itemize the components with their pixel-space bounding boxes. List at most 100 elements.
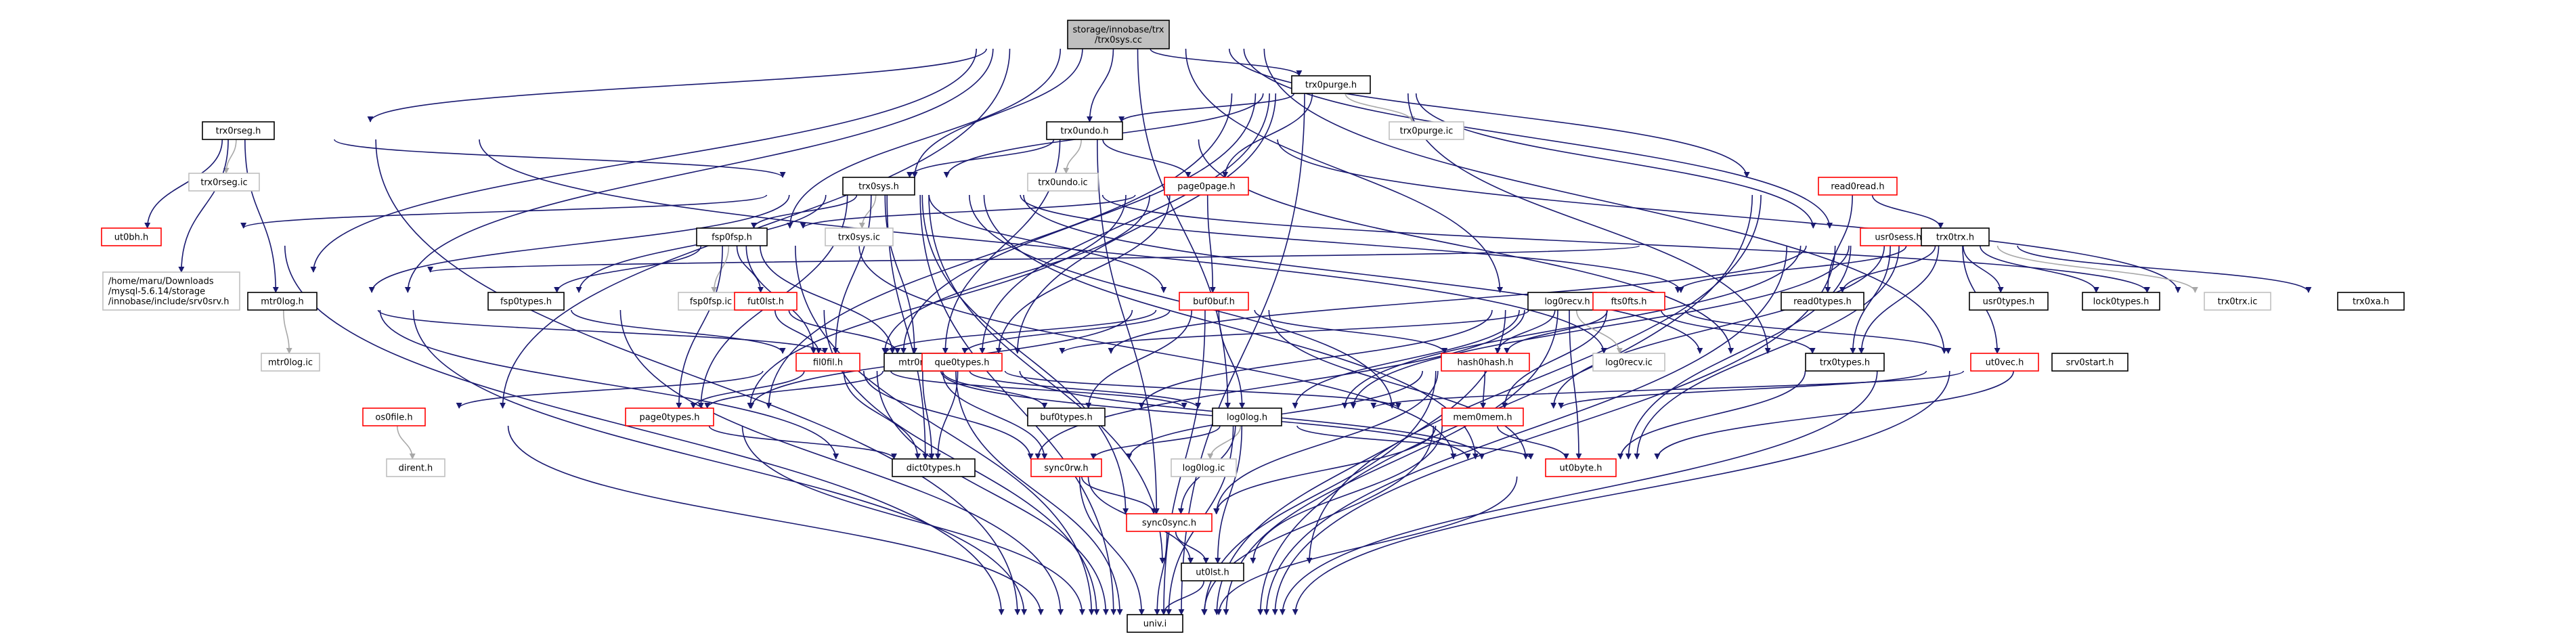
edge-mtr0mtr-h-to-univ-i — [955, 370, 1123, 615]
node-ut0byte-h[interactable]: ut0byte.h — [1545, 458, 1617, 477]
node-que0types-h[interactable]: que0types.h — [921, 353, 1003, 372]
node-dict0types-h[interactable]: dict0types.h — [892, 458, 976, 477]
node-box — [1212, 407, 1282, 426]
node-box — [1030, 458, 1102, 477]
node-label: trx0undo.h — [1061, 127, 1109, 137]
node-label: fsp0fsp.ic — [690, 297, 732, 307]
node-box — [1970, 353, 2039, 372]
edge-buf0buf-h-to-ut0byte-h — [1268, 309, 1529, 460]
edge-fil0fil-h-to-page0types-h — [690, 370, 805, 409]
node-fut0lst-h[interactable]: fut0lst.h — [734, 292, 798, 311]
edge-trx0trx-h-to-usr0types-h — [1963, 245, 2004, 293]
node-label: trx0purge.ic — [1400, 127, 1454, 137]
node-buf0buf-h[interactable]: buf0buf.h — [1179, 292, 1249, 311]
node-label: page0types.h — [640, 413, 700, 423]
edge-read0read-h-to-ut0lst-h — [1306, 194, 1762, 564]
edge-fts0fts-h-to-trx0types-h — [1661, 309, 1816, 354]
edge-log0log-h-to-log0log-ic — [1207, 425, 1242, 460]
node-ut0vec-h[interactable]: ut0vec.h — [1970, 353, 2039, 372]
edge-trx0sys-h-to-trx0types-h — [1023, 194, 1703, 354]
edge-fsp0fsp-h-to-ut0byte-h — [858, 245, 1457, 460]
edge-trx0purge-h-to-page0page-h — [1222, 93, 1313, 178]
node-dirent-h: dirent.h — [386, 458, 445, 477]
node-box — [1046, 121, 1123, 140]
node-root[interactable]: storage/innobase/trx/trx0sys.cc — [1067, 20, 1170, 49]
edge-trx0sys-h-to-univ-i — [919, 194, 1117, 615]
node-trx0sys-h[interactable]: trx0sys.h — [842, 177, 915, 196]
node-label: trx0rseg.h — [216, 127, 261, 137]
node-trx0undo-h[interactable]: trx0undo.h — [1046, 121, 1123, 140]
node-label: log0log.h — [1227, 413, 1267, 423]
node-usr0types-h[interactable]: usr0types.h — [1969, 292, 2049, 311]
edge-log0log-h-to-ut0byte-h — [1296, 425, 1534, 460]
edge-trx0trx-h-to-que0types-h — [1108, 245, 1807, 354]
node-ut0lst-h[interactable]: ut0lst.h — [1181, 563, 1244, 581]
node-label: ut0lst.h — [1196, 568, 1229, 578]
node-label: trx0trx.h — [1936, 233, 1974, 243]
node-label: trx0sys.ic — [838, 233, 880, 243]
node-fsp0fsp-h[interactable]: fsp0fsp.h — [696, 227, 768, 246]
node-sync0rw-h[interactable]: sync0rw.h — [1030, 458, 1102, 477]
node-label: trx0trx.ic — [2218, 297, 2258, 307]
node-box — [102, 271, 240, 311]
edge-trx0sys-h-to-trx0xa-h — [1101, 194, 2150, 293]
edge-trx0rseg-h-to-univ-i — [375, 139, 1021, 615]
node-read0types-h[interactable]: read0types.h — [1781, 292, 1864, 311]
node-label: os0file.h — [375, 413, 412, 423]
edge-mtr0mtr-h-to-sync0rw-h — [942, 370, 1048, 460]
node-lock0types-h[interactable]: lock0types.h — [2082, 292, 2160, 311]
node-fts0fts-h[interactable]: fts0fts.h — [1592, 292, 1665, 311]
node-label: trx0undo.ic — [1038, 178, 1087, 188]
node-label: usr0types.h — [1983, 297, 2035, 307]
node-trx0rseg-h[interactable]: trx0rseg.h — [202, 121, 275, 140]
node-trx0trx-h[interactable]: trx0trx.h — [1921, 227, 1990, 246]
node-box — [1291, 75, 1371, 94]
node-srv0start-h[interactable]: srv0start.h — [2051, 353, 2129, 372]
edge-fut0lst-h-to-mtr0mtr-h — [788, 309, 901, 354]
node-buf0types-h[interactable]: buf0types.h — [1027, 407, 1106, 426]
node-label: fsp0fsp.h — [712, 233, 752, 243]
node-label: sync0rw.h — [1044, 464, 1088, 474]
node-mem0mem-h[interactable]: mem0mem.h — [1441, 407, 1524, 426]
node-fil0fil-h[interactable]: fil0fil.h — [795, 353, 860, 372]
edge-trx0sys-h-to-ut0lst-h — [928, 194, 1166, 564]
node-trx0sys-ic: trx0sys.ic — [825, 227, 894, 246]
edge-buf0buf-h-to-hash0hash-h — [1254, 309, 1448, 354]
edge-trx0sys-h-to-sync0sync-h — [921, 194, 1129, 514]
node-label: buf0types.h — [1040, 413, 1093, 423]
node-fsp0types-h[interactable]: fsp0types.h — [487, 292, 565, 311]
edge-sync0rw-h-to-univ-i — [1078, 476, 1145, 615]
edge-root-to-log0recv-h — [1185, 48, 1504, 293]
edge-fsp0fsp-h-to-mtr0mtr-h — [760, 245, 896, 354]
node-trx0purge-h[interactable]: trx0purge.h — [1291, 75, 1371, 94]
node-log0log-h[interactable]: log0log.h — [1212, 407, 1282, 426]
node-univ-i[interactable]: univ.i — [1127, 614, 1183, 633]
edge-usr0sess-h-to-log0log-h — [1341, 245, 1802, 409]
node-trx0xa-h[interactable]: trx0xa.h — [2337, 292, 2405, 311]
edge-buf0buf-h-to-log0log-h — [1218, 309, 1246, 409]
node-ut0bh-h[interactable]: ut0bh.h — [101, 227, 162, 246]
edge-mtr0log-h-to-univ-i — [412, 309, 1028, 615]
node-box — [2051, 353, 2129, 372]
edge-mtr0log-h-to-dict0types-h — [379, 309, 839, 460]
edge-trx0sys-h-to-fsp0fsp-h — [751, 194, 858, 229]
node-box — [386, 458, 445, 477]
edge-fil0fil-h-to-os0file-h — [456, 370, 764, 409]
node-trx0types-h[interactable]: trx0types.h — [1805, 353, 1885, 372]
node-read0read-h[interactable]: read0read.h — [1818, 177, 1898, 196]
edge-fil0fil-h-to-univ-i — [876, 370, 1109, 615]
edge-trx0undo-h-to-trx0xa-h — [1277, 139, 2181, 293]
node-page0types-h[interactable]: page0types.h — [625, 407, 714, 426]
edge-ut0vec-h-to-univ-i — [1279, 370, 1878, 615]
node-page0page-h[interactable]: page0page.h — [1164, 177, 1249, 196]
edge-trx0sys-h-to-read0types-h — [1020, 194, 1684, 293]
node-label: /home/maru/Downloads — [108, 277, 214, 287]
node-box — [1781, 292, 1864, 311]
node-box — [1805, 353, 1885, 372]
node-mtr0log-h[interactable]: mtr0log.h — [247, 292, 318, 311]
edge-trx0undo-h-to-trx0undo-ic — [1063, 139, 1082, 174]
node-box — [1027, 407, 1106, 426]
node-os0file-h[interactable]: os0file.h — [362, 407, 426, 426]
node-hash0hash-h[interactable]: hash0hash.h — [1441, 353, 1530, 372]
node-sync0sync-h[interactable]: sync0sync.h — [1126, 513, 1213, 532]
